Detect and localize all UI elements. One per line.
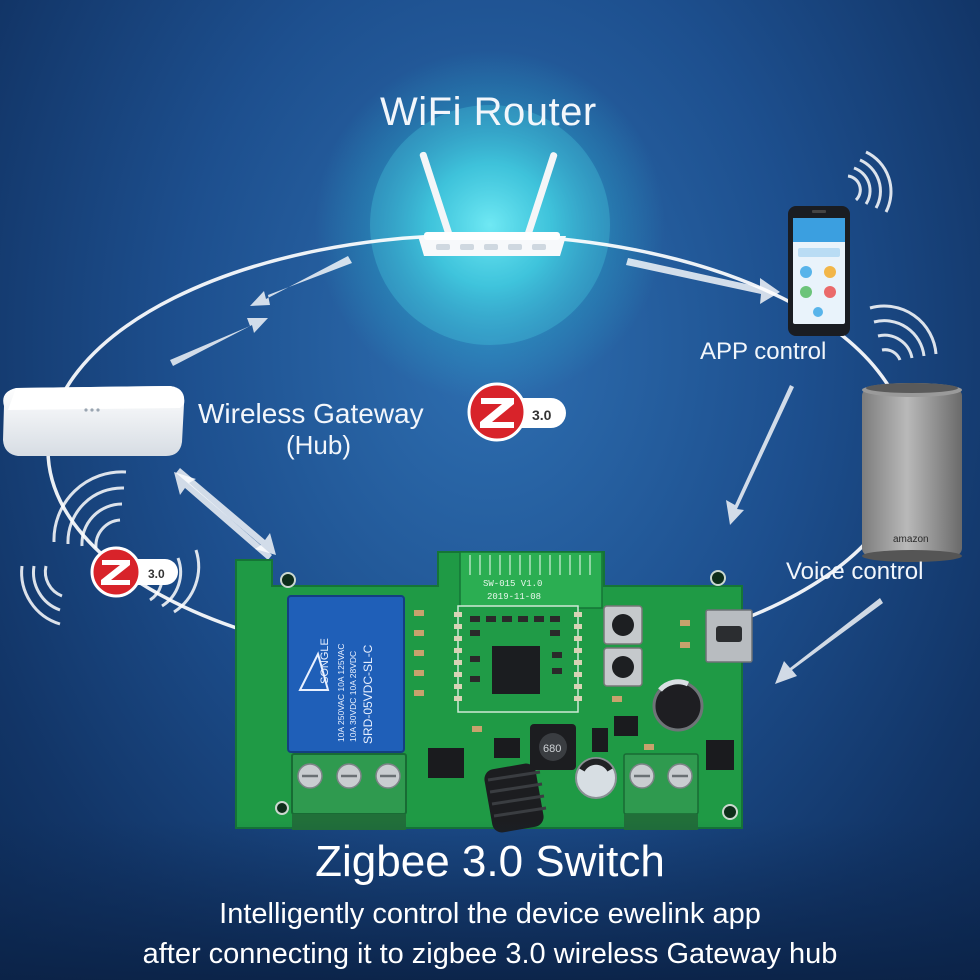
gateway-label: Wireless Gateway: [198, 398, 424, 429]
zigbee-version-badge-left: 3.0: [148, 567, 165, 581]
zigbee-logo-icon-left: 3.0: [90, 546, 178, 598]
zigbee-switch-board: SW-015 V1.0 2019-11-08: [235, 551, 753, 833]
speaker-brand: amazon: [893, 534, 929, 545]
arrow-router-to-app: [626, 258, 780, 304]
product-description-line-2: after connecting it to zigbee 3.0 wirele…: [142, 938, 838, 970]
hub-signal-icon: [20, 470, 201, 626]
relay-rating-1: 10A 250VAC 10A 125VAC: [336, 644, 346, 742]
arrow-app-to-switch: [726, 385, 794, 525]
arrow-router-to-gateway: [250, 256, 352, 306]
app-control-label: APP control: [700, 338, 827, 365]
phone-signal-icon: [847, 150, 893, 213]
smartphone-icon: [788, 206, 850, 336]
zigbee-version-badge: 3.0: [532, 407, 552, 423]
arrow-gateway-to-switch: [176, 468, 276, 555]
relay-rating-2: 10A 30VDC 10A 28VDC: [348, 651, 358, 742]
link-arrows: [170, 256, 883, 684]
module-date: 2019-11-08: [487, 592, 541, 602]
arrow-switch-to-gateway: [174, 472, 272, 560]
caption-band: [0, 820, 980, 980]
hub-label: (Hub): [286, 430, 352, 460]
voice-control-label: Voice control: [786, 558, 924, 585]
product-description-line-1: Intelligently control the device ewelink…: [219, 898, 761, 930]
inductor-mark: 680: [543, 743, 561, 755]
router-glow: [315, 50, 665, 400]
product-title: Zigbee 3.0 Switch: [315, 837, 665, 886]
relay-text: SONGLE 10A 250VAC 10A 125VAC 10A 30VDC 1…: [319, 638, 375, 744]
speaker-signal-icon: [869, 304, 938, 361]
router-glow-ring: [370, 105, 610, 345]
gateway-hub-icon: [3, 386, 185, 456]
wifi-router-icon: [418, 151, 566, 256]
relay-model: SRD-05VDC-SL-C: [361, 644, 375, 744]
zigbee-logo-icon: 3.0: [467, 382, 566, 442]
smart-speaker-icon: amazon: [862, 383, 962, 562]
module-label: SW-015 V1.0: [483, 579, 542, 589]
relay-brand: SONGLE: [319, 638, 331, 684]
arrow-voice-to-switch: [775, 598, 883, 684]
arrow-gateway-to-router: [170, 318, 268, 366]
router-label: WiFi Router: [380, 90, 597, 134]
